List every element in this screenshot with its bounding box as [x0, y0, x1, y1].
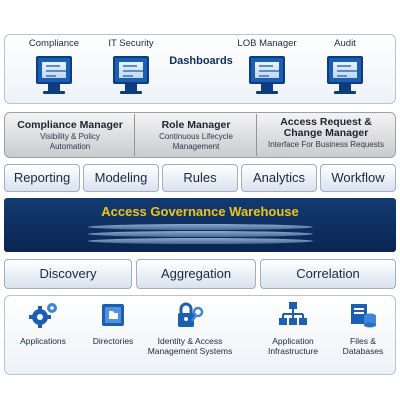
warehouse-title: Access Governance Warehouse [101, 204, 299, 219]
source-label: Databases [342, 346, 384, 356]
managers-panel [4, 112, 396, 158]
dashboard-user-lob-manager: LOB Manager [227, 38, 307, 94]
dashboard-user-label: LOB Manager [237, 38, 297, 49]
role-manager-box: Role Manager Continuous Lifecycle Manage… [136, 113, 256, 157]
source-label: Infrastructure [267, 346, 319, 356]
source-label: Files & [350, 336, 376, 346]
warehouse-panel: Access Governance Warehouse [4, 198, 396, 252]
source-applications: Applications [10, 300, 76, 346]
dashboard-user-it-security: IT Security [91, 38, 171, 94]
source-app-infrastructure: Application Infrastructure [255, 300, 331, 356]
tool-workflow: Workflow [320, 164, 396, 192]
process-discovery: Discovery [4, 259, 132, 289]
tool-rules: Rules [162, 164, 238, 192]
process-correlation: Correlation [260, 259, 396, 289]
source-label: Applications [20, 336, 66, 346]
monitor-icon [113, 56, 149, 94]
manager-subtitle: Continuous Lifecycle Management [159, 132, 233, 151]
monitor-icon [249, 56, 285, 94]
source-label: Directories [92, 336, 134, 346]
dashboard-user-label: IT Security [108, 38, 154, 49]
manager-title: Change Manager [283, 127, 369, 139]
monitor-icon [36, 56, 72, 94]
monitor-icon [327, 56, 363, 94]
tool-reporting: Reporting [4, 164, 80, 192]
file-database-icon [347, 300, 379, 330]
database-disk [88, 231, 313, 237]
dashboards-title: Dashboards [169, 55, 233, 67]
dashboard-user-audit: Audit [305, 38, 385, 94]
gear-icon [27, 300, 59, 330]
database-disk [88, 224, 313, 230]
source-directories: Directories [80, 300, 146, 346]
source-label: Application [272, 336, 314, 346]
dashboard-user-label: Audit [334, 38, 356, 49]
compliance-manager-box: Compliance Manager Visibility & Policy A… [8, 113, 132, 157]
network-icon [277, 300, 309, 330]
process-aggregation: Aggregation [136, 259, 256, 289]
tool-analytics: Analytics [241, 164, 317, 192]
manager-title: Access Request & [280, 116, 372, 128]
manager-subtitle: Interface For Business Requests [267, 140, 385, 149]
lock-key-icon [174, 300, 206, 330]
source-label: Identity & Access [157, 336, 223, 346]
access-request-manager-box: Access Request & Change Manager Interfac… [258, 113, 394, 157]
dashboard-user-compliance: Compliance [14, 38, 94, 94]
manager-title: Compliance Manager [17, 119, 123, 131]
manager-title: Role Manager [161, 119, 231, 131]
database-disk [88, 238, 313, 244]
dashboard-user-label: Compliance [28, 38, 80, 49]
tool-modeling: Modeling [83, 164, 159, 192]
manager-subtitle: Visibility & Policy Automation [40, 132, 100, 151]
folder-icon [97, 300, 129, 330]
source-label: Management Systems [147, 346, 233, 356]
divider [256, 114, 257, 156]
source-files-databases: Files & Databases [330, 300, 396, 356]
source-identity-access: Identity & Access Management Systems [146, 300, 234, 356]
divider [134, 114, 135, 156]
